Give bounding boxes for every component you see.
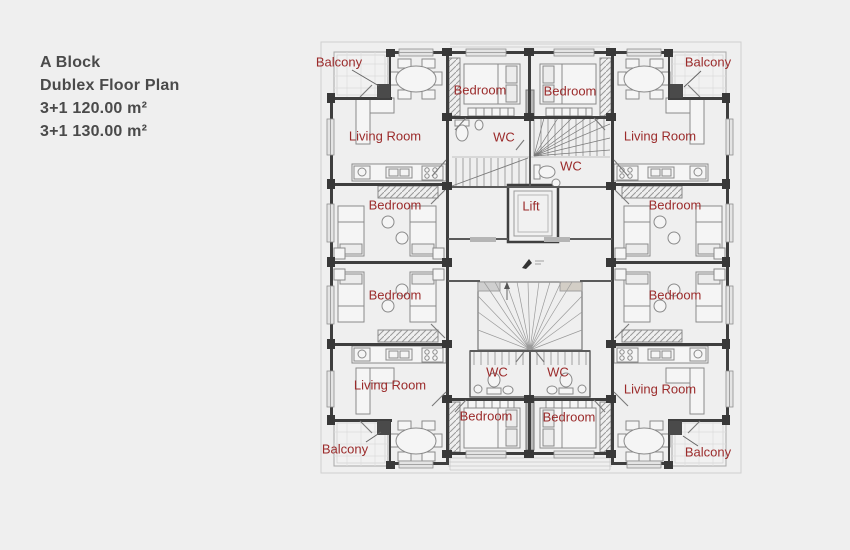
lift-shaft xyxy=(506,183,560,244)
title-block-name: A Block xyxy=(40,54,101,71)
balcony-corner-block-tl xyxy=(377,84,390,98)
living-room-bottom-right-furniture xyxy=(613,345,709,462)
balcony-corner-block-tr xyxy=(670,84,683,98)
entry-marker xyxy=(522,259,544,269)
leader-lines xyxy=(351,69,702,447)
bedrooms-top-center-furniture xyxy=(448,57,612,117)
title-block: A Block Dublex Floor Plan 3+1 120.00 m² … xyxy=(40,51,179,143)
windows xyxy=(326,48,734,469)
balcony-corner-block-br xyxy=(669,421,682,435)
bedrooms-right-furniture xyxy=(614,185,726,343)
doors xyxy=(359,84,701,434)
balcony-corner-block-bl xyxy=(377,421,390,435)
bedrooms-left-furniture xyxy=(333,185,445,343)
title-unit-area-1: 3+1 120.00 m² xyxy=(40,100,148,117)
title-unit-area-2: 3+1 130.00 m² xyxy=(40,123,148,140)
sanitary-fixtures xyxy=(454,119,591,398)
structural-columns xyxy=(327,48,730,469)
furniture xyxy=(333,57,726,462)
title-plan-name: Dublex Floor Plan xyxy=(40,77,180,94)
balcony-area-top-right xyxy=(671,51,727,99)
living-room-top-left-furniture xyxy=(351,58,447,182)
living-room-top-right-furniture xyxy=(613,58,709,182)
